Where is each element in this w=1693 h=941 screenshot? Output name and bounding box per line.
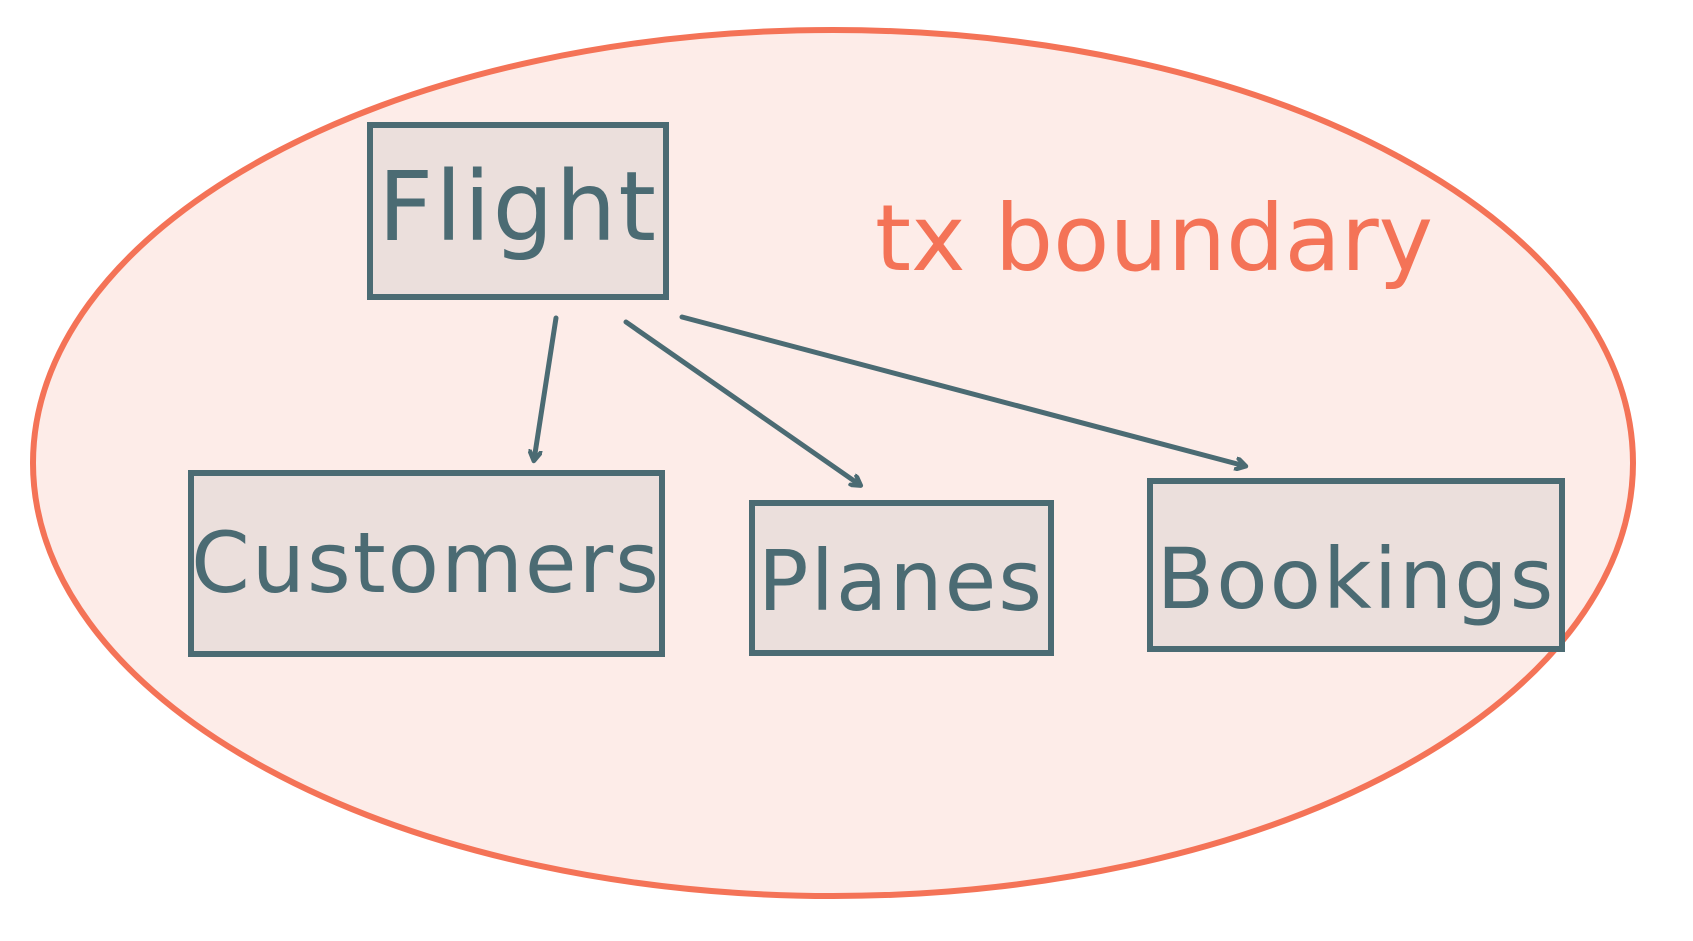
edge-flight-to-bookings (679, 314, 1245, 466)
edge-flight-to-customers (534, 315, 559, 460)
node-bookings: Bookings (1147, 478, 1565, 652)
node-flight-box (367, 122, 669, 300)
node-customers: Customers (188, 470, 665, 657)
node-customers-label: Customers (191, 514, 661, 612)
node-bookings-box (1147, 478, 1565, 652)
node-customers-box (188, 470, 665, 657)
tx-boundary-ellipse (30, 27, 1636, 899)
node-bookings-label: Bookings (1157, 530, 1556, 628)
edge-flight-to-planes (623, 319, 860, 485)
node-flight-label: Flight (378, 151, 658, 263)
tx-boundary-label: tx boundary (875, 185, 1433, 292)
node-planes-label: Planes (758, 532, 1044, 630)
node-planes-box (749, 500, 1054, 656)
node-planes: Planes (749, 500, 1054, 656)
node-flight: Flight (367, 122, 669, 300)
